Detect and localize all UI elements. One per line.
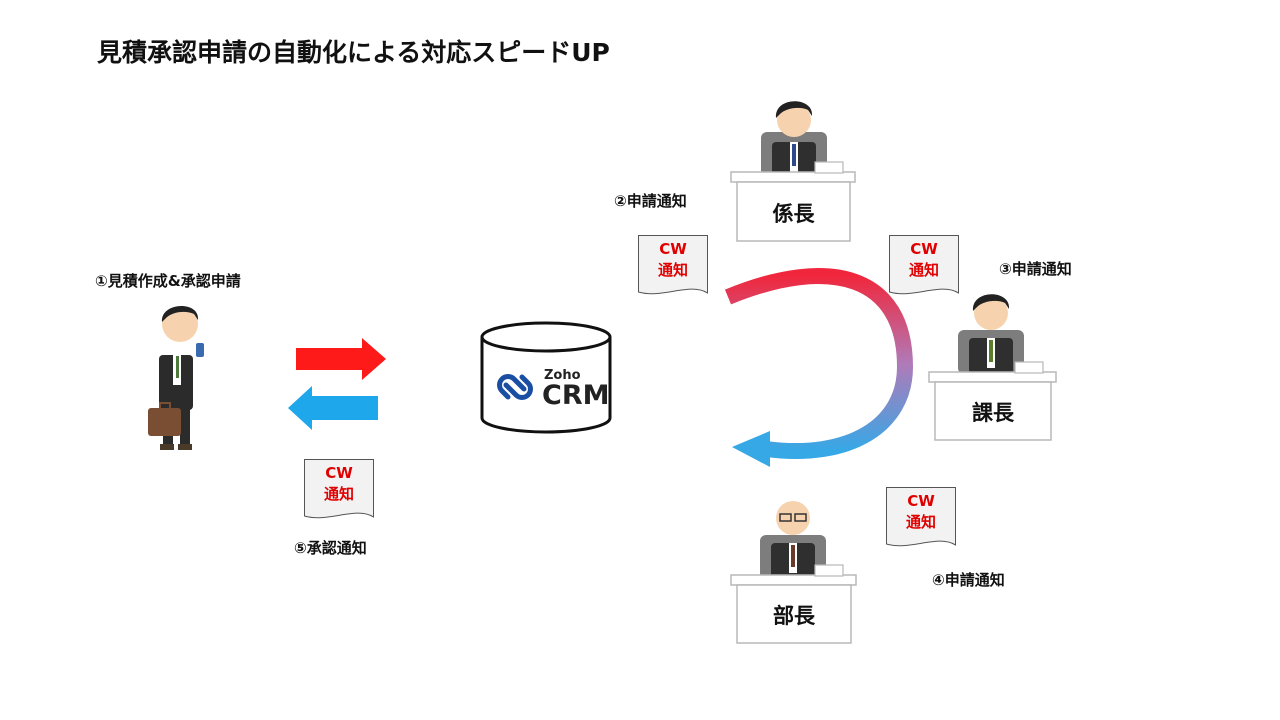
kakaricho-person [761, 101, 827, 178]
kacho-person [958, 294, 1024, 374]
notice-label: 通知 [908, 261, 939, 279]
page-title: 見積承認申請の自動化による対応スピードUP [97, 38, 610, 67]
bucho-person [760, 501, 826, 579]
cw-label: CW [907, 492, 935, 510]
cw-label: CW [325, 464, 353, 482]
step-4-label: ④申請通知 [932, 571, 1005, 589]
document-icon [638, 235, 708, 295]
red-right-arrow [296, 338, 386, 380]
blue-left-arrow [288, 386, 378, 430]
zoho-logo-icon [497, 374, 533, 400]
crm-brand-label: Zoho [544, 368, 581, 383]
step-2-label: ②申請通知 [614, 192, 687, 210]
cw-notice-doc-5: CW 通知 [304, 459, 374, 521]
step-3-label: ③申請通知 [999, 260, 1072, 278]
document-icon [889, 235, 959, 295]
notice-label: 通知 [657, 261, 688, 279]
crm-product-label: CRM [542, 380, 610, 411]
step-5-label: ⑤承認通知 [294, 539, 367, 557]
cw-label: CW [910, 240, 938, 258]
cw-notice-doc-2: CW 通知 [638, 235, 708, 297]
step-1-label: ①見積作成&承認申請 [95, 272, 241, 290]
kakaricho-desk [730, 161, 856, 242]
role-bucho: 部長 [773, 604, 815, 628]
cw-notice-doc-3: CW 通知 [889, 235, 959, 297]
salesman-figure [148, 305, 204, 450]
zoho-crm-database [480, 321, 612, 434]
notice-label: 通知 [323, 485, 354, 503]
role-kacho: 課長 [972, 401, 1014, 425]
cw-label: CW [659, 240, 687, 258]
notice-label: 通知 [905, 513, 936, 531]
document-icon [304, 459, 374, 519]
cw-notice-doc-4: CW 通知 [886, 487, 956, 549]
document-icon [886, 487, 956, 547]
approval-cycle-arrow [724, 268, 914, 467]
kacho-desk [928, 361, 1057, 441]
role-kakaricho: 係長 [772, 202, 815, 226]
bucho-desk [730, 564, 857, 644]
